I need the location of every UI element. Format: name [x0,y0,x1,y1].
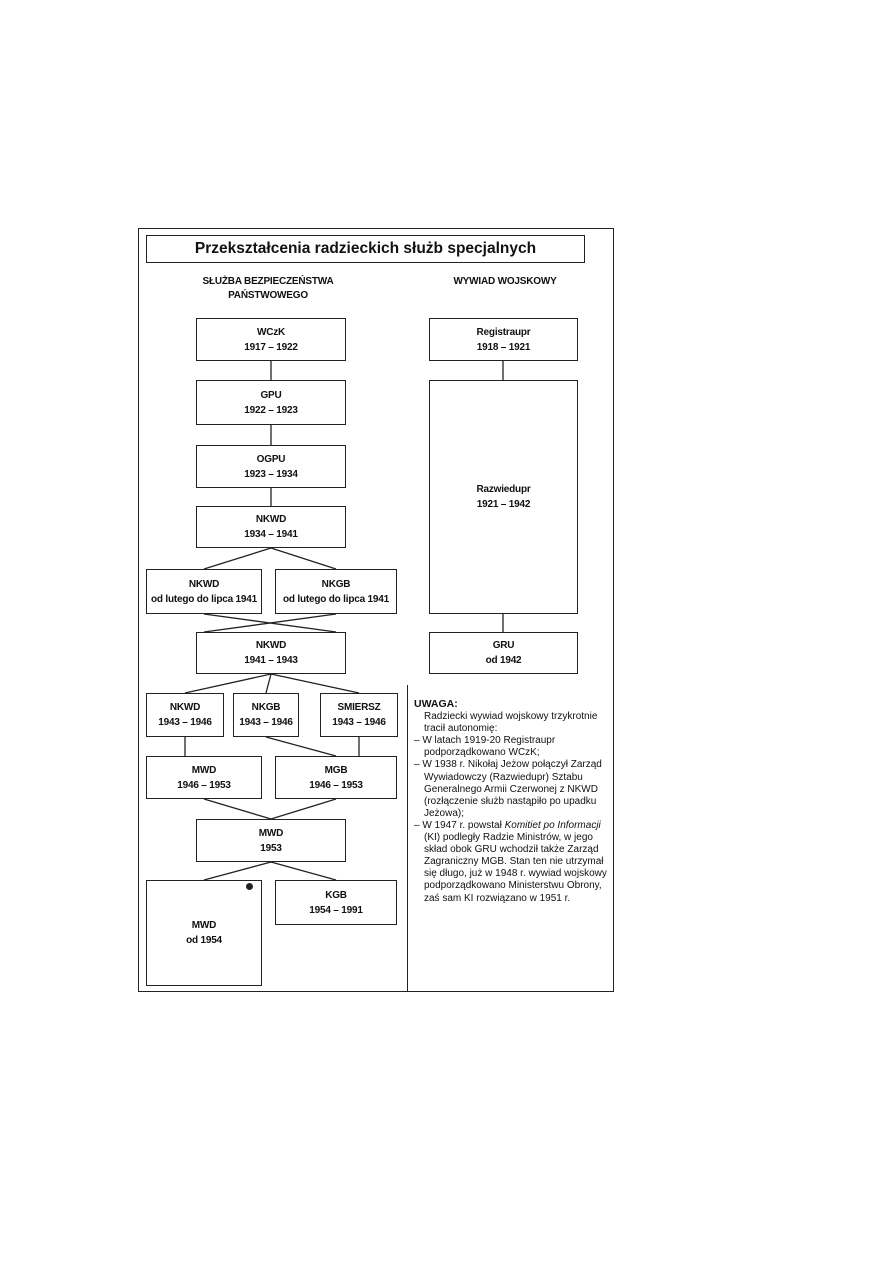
node-name: SMIERSZ [337,702,381,713]
node-name: GPU [260,389,282,401]
column-header-state-security: SŁUŻBA BEZPIECZEŃSTWA PAŃSTWOWEGO [188,275,348,303]
node-period: 1917 – 1922 [244,341,298,353]
node-period: 1946 – 1953 [309,779,363,791]
node-period: 1921 – 1942 [476,499,531,510]
node-period: od lutego do lipca 1941 [151,593,257,605]
node-mgb-1946: MGB 1946 – 1953 [275,756,397,799]
node-nkwd-1941: NKWD 1941 – 1943 [196,632,346,674]
node-period: 1953 [260,842,282,854]
node-name: Registraupr [476,326,531,338]
node-name: NKGB [251,702,281,713]
node-razwiedupr: Razwiedupr 1921 – 1942 [429,380,578,614]
node-name: MGB [324,764,348,776]
node-period: od 1954 [186,935,222,946]
column-header-line: PAŃSTWOWEGO [228,290,308,301]
chart-title: Przekształcenia radzieckich służb specja… [146,235,585,263]
note-list: W latach 1919-20 Registraupr podporządko… [414,735,608,904]
node-nkgb-1943: NKGB 1943 – 1946 [233,693,299,737]
node-period: od 1942 [485,655,522,666]
node-nkgb-1941-feb: NKGB od lutego do lipca 1941 [275,569,397,614]
node-kgb: KGB 1954 – 1991 [275,880,397,925]
note-title: UWAGA: [414,698,458,710]
node-ogpu: OGPU 1923 – 1934 [196,445,346,488]
node-name: Razwiedupr [476,484,531,495]
node-name: KGB [325,889,347,901]
node-name: NKWD [169,702,201,713]
node-mwd-1946: MWD 1946 – 1953 [146,756,262,799]
node-gru: GRU od 1942 [429,632,578,674]
note-intro: Radziecki wywiad wojskowy trzykrotnie tr… [424,711,598,735]
note-item: W latach 1919-20 Registraupr podporządko… [414,735,608,759]
node-name: GRU [492,640,515,651]
node-gpu: GPU 1922 – 1923 [196,380,346,425]
node-name: NKWD [255,640,287,651]
node-nkwd-1943: NKWD 1943 – 1946 [146,693,224,737]
node-nkwd-1934: NKWD 1934 – 1941 [196,506,346,548]
node-period: 1934 – 1941 [244,529,298,540]
node-period: 1943 – 1946 [158,717,212,728]
node-name: MWD [258,827,284,839]
node-period: 1954 – 1991 [309,904,363,916]
node-name: MWD [191,764,217,776]
node-period: 1943 – 1946 [332,717,386,728]
node-name: NKWD [255,514,287,525]
note-item: W 1947 r. powstał Komitiet po Informacji… [414,820,608,905]
node-period: 1922 – 1923 [244,404,298,416]
node-smiersz: SMIERSZ 1943 – 1946 [320,693,398,737]
node-name: NKWD [188,578,220,590]
node-name: NKGB [321,578,351,590]
node-name: WCzK [256,326,286,338]
node-period: 1923 – 1934 [244,468,298,480]
note-item-italic: Komitiet po Informacji [504,819,601,831]
node-period: od lutego do lipca 1941 [283,593,389,605]
node-period: 1943 – 1946 [239,717,293,728]
column-header-military-intelligence: WYWIAD WOJSKOWY [453,276,557,287]
node-nkwd-1941-feb: NKWD od lutego do lipca 1941 [146,569,262,614]
note-item-text: (KI) podległy Radzie Ministrów, w jego s… [424,832,607,904]
node-name: MWD [191,920,217,931]
note-item: W 1938 r. Nikołaj Jeżow połączył Zarząd … [414,759,608,819]
node-period: 1918 – 1921 [476,341,531,353]
node-wczk: WCzK 1917 – 1922 [196,318,346,361]
note-box: UWAGA: Radziecki wywiad wojskowy trzykro… [407,685,614,992]
node-name: OGPU [256,453,286,465]
node-period: 1946 – 1953 [177,779,231,791]
node-period: 1941 – 1943 [244,655,298,666]
chart-frame [138,228,614,992]
column-header-line: SŁUŻBA BEZPIECZEŃSTWA [202,276,334,287]
node-registraupr: Registraupr 1918 – 1921 [429,318,578,361]
node-mwd-1954: MWD od 1954 [146,880,262,986]
note-item-text: W 1947 r. powstał [422,819,505,831]
ink-dot [246,883,253,890]
node-mwd-1953: MWD 1953 [196,819,346,862]
